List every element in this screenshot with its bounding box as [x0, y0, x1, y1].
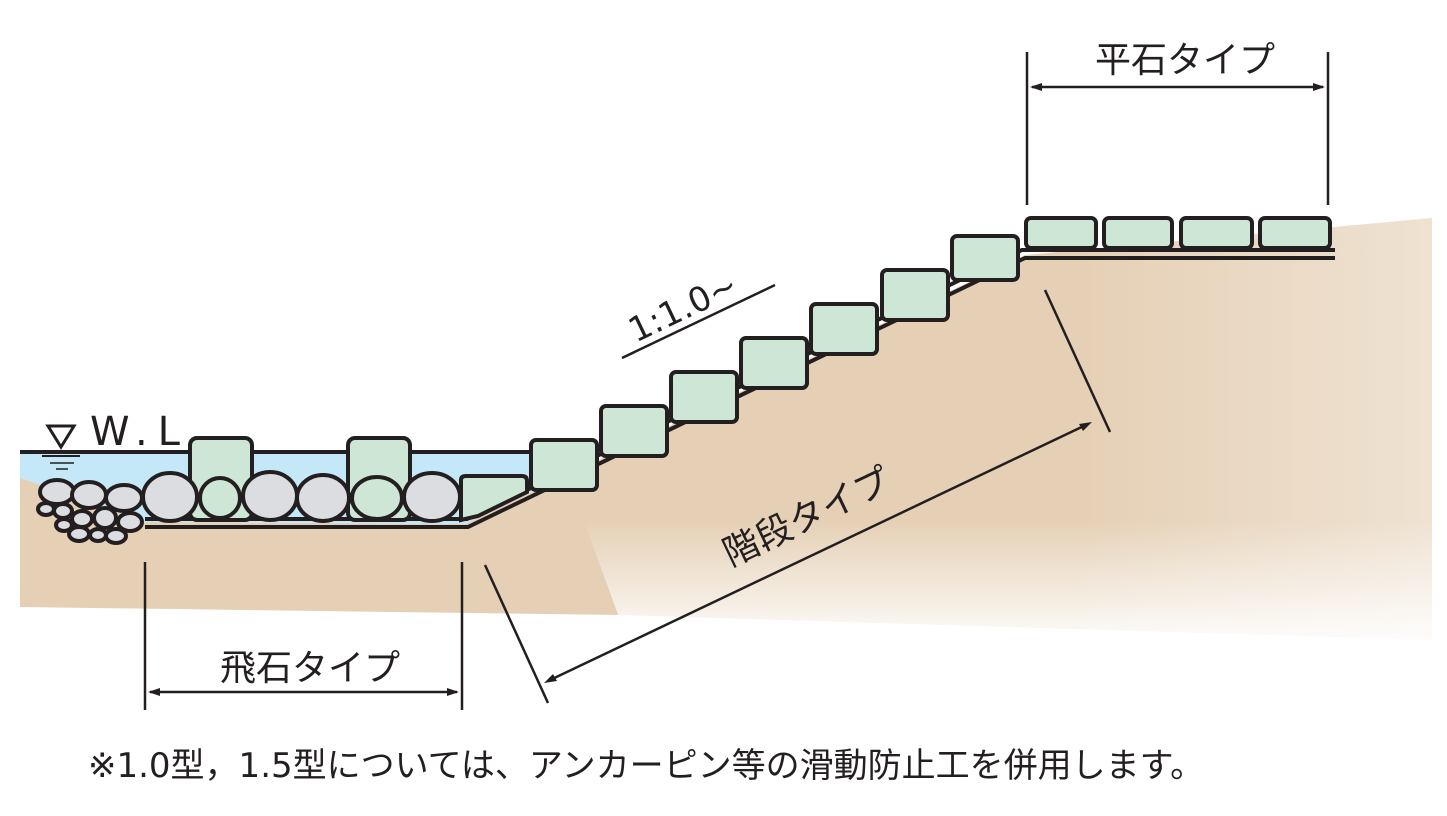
water-level-symbol: [42, 424, 80, 470]
stepping-type-dimension: [143, 562, 464, 710]
ground-fade: [540, 218, 1432, 650]
flat-type-label: 平石タイプ: [1095, 40, 1275, 81]
stair-type-dimension: [483, 289, 1112, 704]
slope-underline: [621, 283, 776, 360]
footnote: ※1.0型，1.5型については、アンカーピン等の滑動防止工を併用します。: [88, 746, 1205, 786]
flat-stones: [1024, 216, 1332, 250]
slope-ratio-label: 1:1.0~: [622, 265, 744, 351]
stepping-stones: [36, 436, 462, 545]
flat-type-dimension: [1025, 52, 1330, 205]
stair-blocks: [459, 234, 1020, 523]
stepping-type-label: 飛石タイプ: [220, 648, 400, 689]
water-level-label: W.L.: [90, 409, 213, 455]
